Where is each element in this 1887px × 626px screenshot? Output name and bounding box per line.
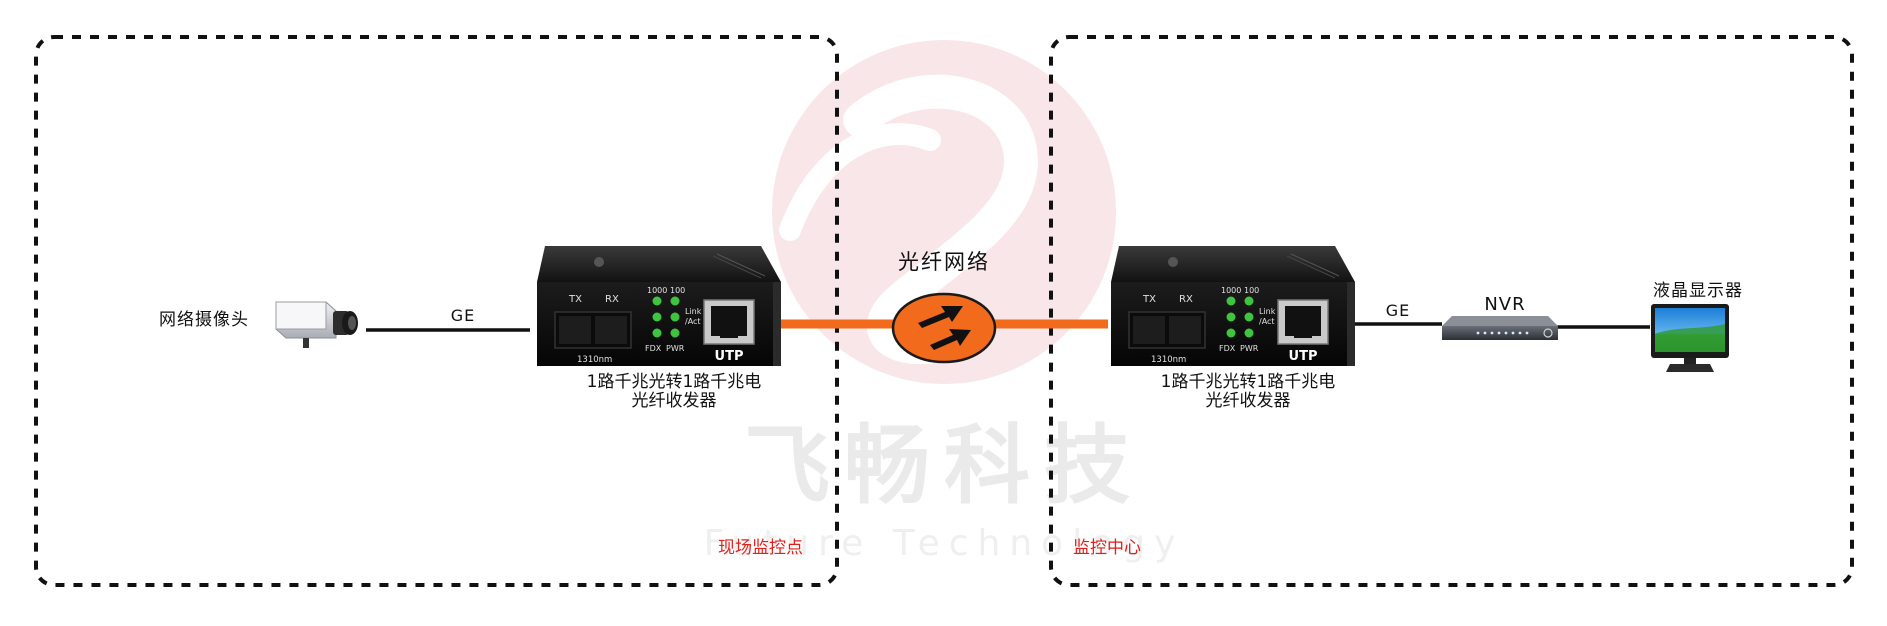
led-icon [670, 312, 680, 322]
led-1000-label: 1000 [647, 286, 667, 295]
led-icon [652, 296, 662, 306]
led-link-label: Link [685, 307, 702, 316]
zone-right-label: 监控中心 [1073, 538, 1141, 558]
led-fdx-label: FDX [1219, 344, 1236, 353]
status-leds [1226, 296, 1254, 338]
led-pwr-label: PWR [1240, 344, 1259, 353]
nvr-label: NVR [1484, 294, 1525, 315]
watermark: 飞畅科技 Future Technology [704, 40, 1185, 564]
ip-camera: 网络摄像头 [159, 301, 358, 348]
lcd-monitor: 液晶显示器 [1651, 281, 1743, 372]
fiber-network-node [891, 292, 997, 364]
utp-label: UTP [1289, 349, 1318, 364]
monitor-label: 液晶显示器 [1653, 281, 1743, 301]
converter-caption-line1: 1路千兆光转1路千兆电 [587, 372, 762, 392]
led-icon [1244, 312, 1254, 322]
watermark-subtitle: Future Technology [704, 523, 1185, 564]
tx-label: TX [568, 294, 582, 305]
zone-left-label: 现场监控点 [718, 538, 803, 558]
media-converter-left: TX RX 1310nm 1000 100 Link /Act FDX PWR … [537, 246, 781, 411]
led-1000-label: 1000 [1221, 286, 1241, 295]
nvr-link-label: GE [1386, 301, 1411, 320]
led-icon [1244, 296, 1254, 306]
converter-caption-line1: 1路千兆光转1路千兆电 [1161, 372, 1336, 392]
led-icon [1226, 328, 1236, 338]
led-link-label: Link [1259, 307, 1276, 316]
led-icon [1226, 296, 1236, 306]
led-100-label: 100 [670, 286, 685, 295]
led-100-label: 100 [1244, 286, 1259, 295]
rx-label: RX [1179, 294, 1193, 305]
fiber-network: 光纤网络 [891, 250, 997, 364]
utp-label: UTP [715, 349, 744, 364]
monitor-icon [1651, 304, 1729, 372]
camera-link-label: GE [451, 306, 476, 325]
led-act-label: /Act [1259, 317, 1275, 326]
wavelength-label: 1310nm [577, 355, 612, 365]
wavelength-label: 1310nm [1151, 355, 1186, 365]
led-icon [652, 328, 662, 338]
tx-label: TX [1142, 294, 1156, 305]
camera-label: 网络摄像头 [159, 310, 249, 330]
zone-left-border [34, 35, 839, 587]
led-icon [670, 328, 680, 338]
status-leds [652, 296, 680, 338]
led-pwr-label: PWR [666, 344, 685, 353]
rj45-port-icon [703, 299, 755, 345]
watermark-title: 飞畅科技 [744, 416, 1144, 516]
camera-icon [275, 301, 358, 348]
nvr-icon [1442, 316, 1558, 340]
led-icon [652, 312, 662, 322]
media-converter-right: TX RX 1310nm 1000 100 Link /Act FDX PWR … [1111, 246, 1355, 411]
rx-label: RX [605, 294, 619, 305]
nvr-device: NVR [1442, 294, 1558, 340]
exchange-arrows-icon [918, 306, 971, 350]
led-act-label: /Act [685, 317, 701, 326]
led-icon [1244, 328, 1254, 338]
watermark-logo-swoosh [843, 74, 1038, 365]
rj45-port-icon [1277, 299, 1329, 345]
led-icon [670, 296, 680, 306]
led-icon [1226, 312, 1236, 322]
led-fdx-label: FDX [645, 344, 662, 353]
converter-caption-line2: 光纤收发器 [1206, 391, 1291, 411]
fiber-network-label: 光纤网络 [898, 250, 990, 274]
watermark-logo-swoosh-2 [779, 123, 941, 241]
zone-right-border [1049, 35, 1854, 587]
converter-caption-line2: 光纤收发器 [632, 391, 717, 411]
